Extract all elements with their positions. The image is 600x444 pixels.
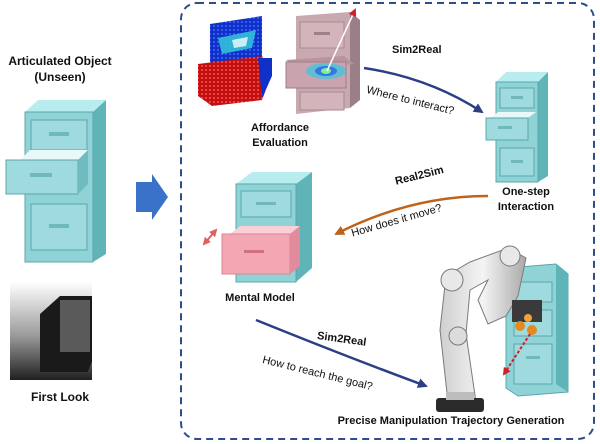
affordance-label-line1: Affordance xyxy=(250,122,310,134)
first-look-depth-image xyxy=(10,282,92,380)
affordance-heatmap-cabinet xyxy=(285,8,360,114)
input-flow-arrow xyxy=(136,174,168,220)
unseen-label: (Unseen) xyxy=(34,70,86,84)
mental-model-label: Mental Model xyxy=(225,292,295,304)
robot-manipulation-scene xyxy=(436,245,569,412)
sim2real-top-arrow xyxy=(363,66,484,114)
affordance-label-line2: Evaluation xyxy=(252,137,308,149)
sim2real-top-tag: Sim2Real xyxy=(392,44,442,56)
real2sim-arrow xyxy=(334,194,489,236)
affordance-point-cloud xyxy=(198,16,272,106)
sim2real-bottom-arrow xyxy=(255,318,428,388)
one-step-cabinet-image xyxy=(485,72,548,183)
pipeline-dashed-border xyxy=(180,2,595,440)
one-step-label-line1: One-step xyxy=(502,186,550,198)
mental-model-cabinet xyxy=(202,172,312,283)
one-step-label-line2: Interaction xyxy=(497,201,555,213)
trajectory-generation-label: Precise Manipulation Trajectory Generati… xyxy=(337,415,565,427)
articulated-object-title: Articulated Object xyxy=(8,54,112,68)
unseen-cabinet-image xyxy=(5,100,106,263)
first-look-label: First Look xyxy=(30,390,89,404)
